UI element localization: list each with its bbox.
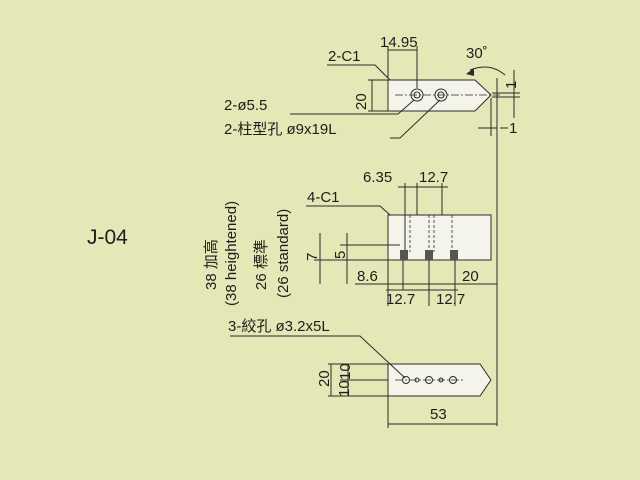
bottom-view: 3-絞孔 ø3.2x5L 20 10 10 53 <box>228 317 497 428</box>
dim-bottom-12-7-b: 12.7 <box>436 291 465 308</box>
chamfer-label-4c1: 4-C1 <box>307 189 340 206</box>
dim-pitch-12-7: 12.7 <box>419 169 448 186</box>
side-view: 6.35 12.7 4-C1 38 加高 (38 heightened) 26 … <box>203 169 497 308</box>
angle-30: 30˚ <box>466 45 488 62</box>
dim-offset-side: 1 <box>509 120 517 137</box>
height-standard-en: (26 standard) <box>275 209 292 298</box>
dim-length-53: 53 <box>430 406 447 423</box>
dim-bottom-12-7-a: 12.7 <box>386 291 415 308</box>
top-view-jaw-body <box>387 79 492 112</box>
dim-14-95: 14.95 <box>380 34 418 51</box>
height-standard-cn: 26 標準 <box>253 239 270 290</box>
dim-bottom-height-20: 20 <box>316 370 333 387</box>
dim-20: 20 <box>462 268 479 285</box>
dim-offset-top: 1 <box>503 81 520 89</box>
dim-7: 7 <box>304 253 321 261</box>
chamfer-label-2c1: 2-C1 <box>328 48 361 65</box>
counterbore-label: 2-柱型孔 ø9x19L <box>224 121 337 138</box>
side-view-serrations <box>400 250 458 260</box>
dim-top-height-20: 20 <box>353 93 370 110</box>
height-heightened-cn: 38 加高 <box>203 239 220 290</box>
drawing-title: J-04 <box>87 226 128 249</box>
height-heightened-en: (38 heightened) <box>223 201 240 306</box>
thread-label: 3-絞孔 ø3.2x5L <box>228 317 330 335</box>
top-view: 14.95 2-C1 30˚ 1 1 20 2-ø5.5 2-柱型孔 ø9x19… <box>224 34 520 139</box>
dim-8-6: 8.6 <box>357 268 378 285</box>
hole-label: 2-ø5.5 <box>224 97 267 114</box>
dim-spacing-10-a: 10 <box>337 363 354 380</box>
tapped-holes <box>402 376 457 384</box>
dim-pitch-6-35: 6.35 <box>363 169 392 186</box>
dim-spacing-10-b: 10 <box>336 380 353 397</box>
dim-5: 5 <box>332 251 349 259</box>
